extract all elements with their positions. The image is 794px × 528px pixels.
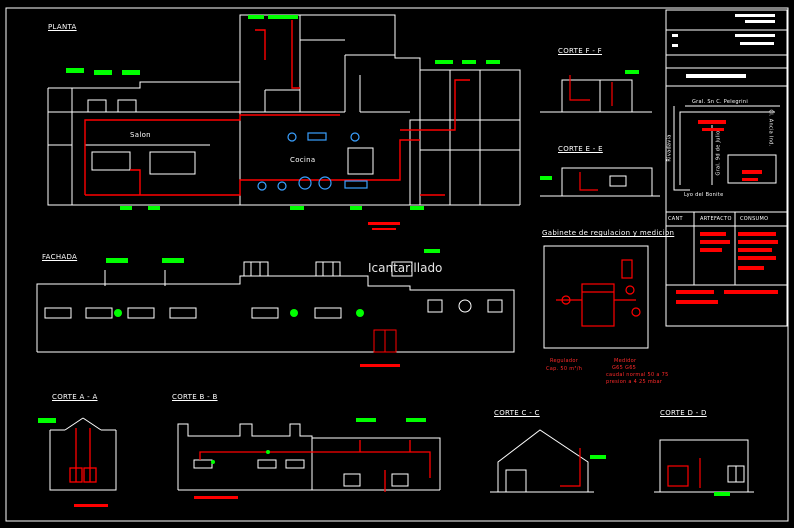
gabinete-title: Gabinete de regulacion y medicion [542, 229, 675, 237]
planta-fixtures [257, 132, 368, 191]
planta-gas-pipes [84, 20, 470, 196]
room-label-salon: Salon [130, 131, 151, 139]
corte-dd-title: CORTE D - D [660, 409, 707, 417]
map-street-right: Cl. Ancia Ind. [767, 109, 774, 147]
table-header-artefacto: ARTEFACTO [700, 216, 732, 222]
planta-annotations [368, 222, 400, 230]
fachada-title: FACHADA [42, 253, 78, 261]
map-street-left: Rivadavia [666, 134, 673, 162]
corte-cc-section [490, 429, 594, 493]
table-header-cant: CANT [668, 216, 683, 222]
fachada-elevation [36, 261, 515, 353]
gabinete-note-caudal: caudal normal 50 a 75 [606, 372, 669, 378]
corte-aa-section [49, 417, 117, 491]
gabinete-equipment [556, 259, 641, 327]
corte-bb-title: CORTE B - B [172, 393, 218, 401]
map-street-top: Gral. Sn C. Pelegrini [692, 99, 749, 105]
gabinete-note-regulador: Regulador [550, 358, 579, 364]
planta-tags [66, 15, 500, 210]
gabinete-note-capacity: Cap. 50 m³/h [546, 366, 583, 372]
corte-ee-section [540, 167, 660, 197]
table-header-consumo: CONSUMO [740, 216, 769, 222]
corte-cc-title: CORTE C - C [494, 409, 540, 417]
map-street-bottom: Lyo del Bonite [684, 192, 724, 198]
title-block [665, 9, 788, 327]
corte-ff-title: CORTE F - F [558, 47, 603, 55]
corte-bb-section [177, 423, 441, 491]
corte-dd-section [654, 439, 754, 493]
location-map [673, 105, 780, 191]
fachada-tags [106, 249, 440, 317]
corte-ff-section [540, 79, 652, 113]
sheet-border [5, 7, 789, 522]
gabinete-note-medidor: Medidor [614, 358, 637, 364]
corte-aa-title: CORTE A - A [52, 393, 98, 401]
gabinete-detail [543, 245, 649, 349]
watermark-text: Icantarillado [368, 261, 443, 275]
gabinete-note-presion: presion a 4 25 mbar [606, 379, 663, 385]
room-label-cocina: Cocina [290, 156, 316, 164]
title-block-text [672, 14, 775, 78]
map-street-mid: Gral. 9d de Julio [715, 130, 722, 176]
planta-floor-plan [47, 14, 521, 206]
fachada-regulator [373, 329, 397, 353]
corte-ee-title: CORTE E - E [558, 145, 603, 153]
gabinete-note-model: G65 G65 [612, 365, 637, 371]
consumption-table [676, 232, 778, 304]
planta-title: PLANTA [48, 23, 77, 31]
